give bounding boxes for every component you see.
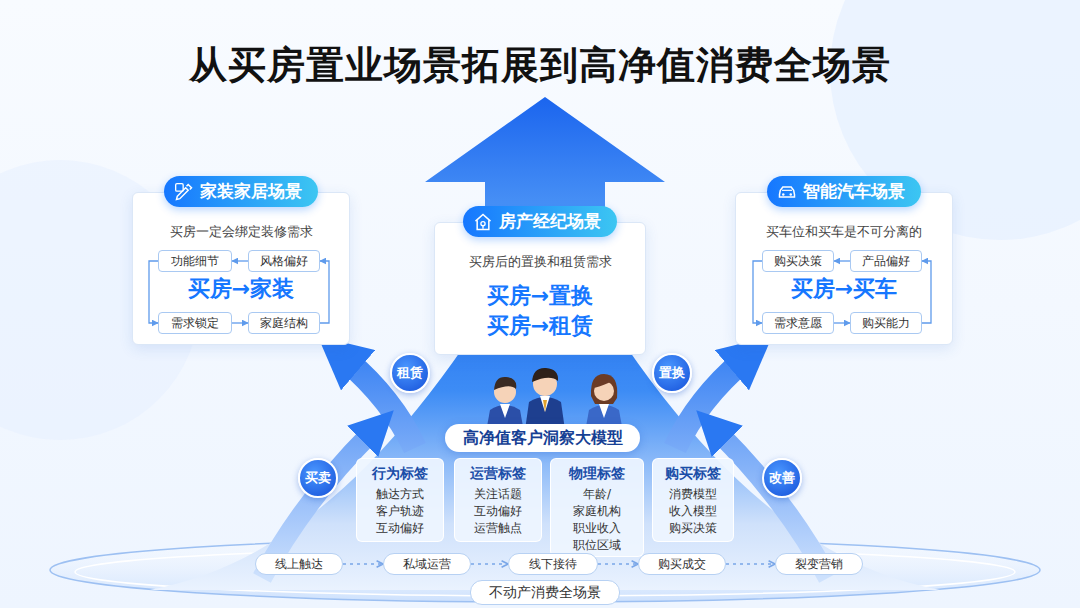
tag-title: 行为标签 — [360, 465, 440, 483]
stage-pill: 裂变营销 — [775, 553, 863, 575]
tag-box: 购买标签消费模型 收入模型 购买决策 — [652, 458, 734, 542]
tag-items: 消费模型 收入模型 购买决策 — [669, 486, 717, 537]
scene-body: 买房→置换买房→租赁 — [434, 281, 646, 341]
model-badge: 高净值客户洞察大模型 — [445, 424, 640, 452]
factor-box: 风格偏好 — [248, 250, 320, 272]
node-label: 需求意愿 — [774, 315, 822, 332]
scene-header: 房产经纪场景 — [463, 206, 617, 237]
node-label: 私域运营 — [403, 556, 451, 573]
node-label: 线上触达 — [275, 556, 323, 573]
tag-title: 运营标签 — [458, 465, 538, 483]
scene-subtitle: 买车位和买车是不可分离的 — [735, 224, 953, 241]
tag-box: 行为标签触达方式 客户轨迹 互动偏好 — [356, 458, 444, 542]
factor-box: 功能细节 — [158, 250, 232, 272]
scene-title: 家装家居场景 — [200, 180, 302, 203]
stage-connector — [471, 563, 508, 565]
action-circle: 置换 — [652, 353, 692, 393]
base-pill: 不动产消费全场景 — [470, 580, 620, 605]
factor-box: 购买能力 — [850, 312, 922, 334]
node-label: 功能细节 — [171, 253, 219, 270]
scene-body: 买房→家装 — [132, 274, 350, 304]
node-label: 不动产消费全场景 — [489, 584, 601, 602]
cycle-arrow — [149, 261, 158, 323]
factor-box: 需求意愿 — [762, 312, 834, 334]
cycle-arrow — [320, 261, 329, 323]
scene-panel: 智能汽车场景买车位和买车是不可分离的买房→买车购买决策产品偏好需求意愿购买能力 — [735, 192, 953, 345]
scene-body: 买房→买车 — [735, 274, 953, 304]
scene-header: 家装家居场景 — [164, 176, 318, 207]
cycle-arrow — [922, 261, 931, 323]
factor-box: 需求锁定 — [158, 312, 232, 334]
node-label: 需求锁定 — [171, 315, 219, 332]
node-label: 高净值客户洞察大模型 — [463, 428, 623, 449]
scene-title: 房产经纪场景 — [499, 210, 601, 233]
tag-title: 购买标签 — [656, 465, 730, 483]
scene-icon — [473, 212, 493, 232]
cycle-arrow — [232, 322, 248, 323]
node-label: 购买成交 — [658, 556, 706, 573]
cycle-arrow — [753, 261, 762, 323]
node-label: 产品偏好 — [862, 253, 910, 270]
node-label: 租赁 — [397, 364, 423, 382]
stage-pill: 线上触达 — [255, 553, 343, 575]
scene-header: 智能汽车场景 — [767, 176, 921, 207]
stage-pill: 私域运营 — [383, 553, 471, 575]
scene-flow: 买房→家装 — [132, 274, 350, 304]
node-label: 裂变营销 — [795, 556, 843, 573]
scene-flow: 买房→买车 — [735, 274, 953, 304]
scene-panel: 家装家居场景买房一定会绑定装修需求买房→家装功能细节风格偏好需求锁定家庭结构 — [132, 192, 350, 345]
node-label: 家庭结构 — [260, 315, 308, 332]
scene-icon — [777, 182, 797, 202]
node-label: 风格偏好 — [260, 253, 308, 270]
action-circle: 租赁 — [390, 353, 430, 393]
cycle-arrow — [834, 260, 850, 261]
tag-items: 触达方式 客户轨迹 互动偏好 — [376, 486, 424, 537]
stage-pill: 线下接待 — [508, 553, 598, 575]
scene-icon — [174, 182, 194, 202]
scene-flow: 买房→租赁 — [434, 311, 646, 341]
tag-items: 关注话题 互动偏好 运营触点 — [474, 486, 522, 537]
diagram-title: 从买房置业场景拓展到高净值消费全场景 — [0, 40, 1080, 91]
factor-box: 产品偏好 — [850, 250, 922, 272]
scene-subtitle: 买房后的置换和租赁需求 — [434, 254, 646, 271]
scene-flow: 买房→置换 — [434, 281, 646, 311]
node-label: 购买决策 — [774, 253, 822, 270]
tag-box: 运营标签关注话题 互动偏好 运营触点 — [454, 458, 542, 542]
factor-box: 购买决策 — [762, 250, 834, 272]
people-figures — [486, 368, 623, 432]
node-label: 线下接待 — [529, 556, 577, 573]
node-label: 改善 — [769, 469, 795, 487]
stage-connector — [343, 563, 383, 565]
tag-box: 物理标签年龄/家庭机构 职业收入 职位区域 — [550, 458, 644, 557]
scene-subtitle: 买房一定会绑定装修需求 — [132, 224, 350, 241]
node-label: 置换 — [659, 364, 685, 382]
tag-items: 年龄/家庭机构 职业收入 职位区域 — [573, 486, 621, 554]
node-label: 购买能力 — [862, 315, 910, 332]
cycle-arrow — [232, 260, 248, 261]
action-circle: 买卖 — [298, 458, 338, 498]
factor-box: 家庭结构 — [248, 312, 320, 334]
node-label: 买卖 — [305, 469, 331, 487]
tag-title: 物理标签 — [554, 465, 640, 483]
stage-pill: 购买成交 — [638, 553, 726, 575]
cycle-arrow — [834, 322, 850, 323]
stage-connector — [598, 563, 638, 565]
scene-panel: 房产经纪场景买房后的置换和租赁需求买房→置换买房→租赁 — [434, 222, 646, 355]
scene-title: 智能汽车场景 — [803, 180, 905, 203]
stage-connector — [726, 563, 775, 565]
action-circle: 改善 — [762, 458, 802, 498]
